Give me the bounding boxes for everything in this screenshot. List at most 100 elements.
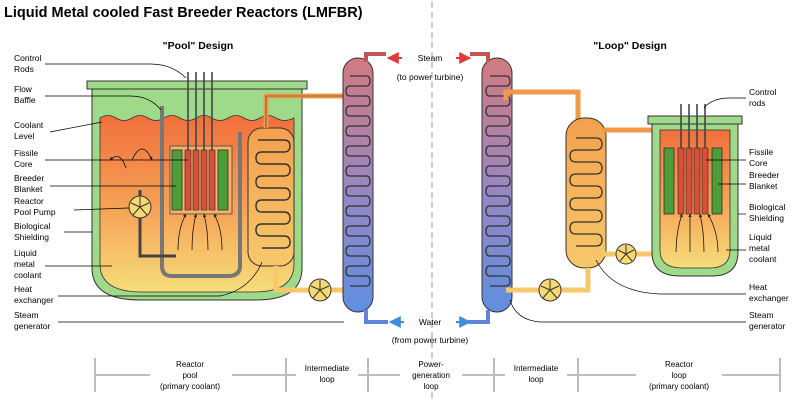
svg-text:Steam: Steam xyxy=(749,310,774,320)
pool-label-control-rods: Control Rods xyxy=(14,53,187,79)
svg-text:Control: Control xyxy=(749,87,777,97)
pool-flow-arrow xyxy=(191,213,197,251)
svg-text:Blanket: Blanket xyxy=(14,184,43,194)
svg-text:loop: loop xyxy=(671,371,687,380)
pool-label-heat-exchanger: Heat exchanger xyxy=(14,261,263,305)
pool-fissile-rod xyxy=(184,149,192,211)
svg-text:Core: Core xyxy=(14,159,33,169)
loop-breeder-blanket-right xyxy=(711,147,723,215)
loop-label-biological-shielding: Biological Shielding xyxy=(738,202,785,223)
loop-label-fissile-core: Fissile Core xyxy=(706,147,773,168)
svg-text:loop: loop xyxy=(423,382,439,391)
water-note: (from power turbine) xyxy=(392,335,469,345)
pool-flow-arrow xyxy=(177,213,187,251)
pool-intermediate-pump xyxy=(308,278,332,302)
loop-flow-arrow xyxy=(707,213,719,253)
svg-text:metal: metal xyxy=(749,243,770,253)
loop-heat-exchanger xyxy=(503,89,607,293)
pool-reactor xyxy=(86,72,308,301)
pool-breeder-blanket-right xyxy=(217,149,229,211)
loop-label-steam-generator: Steam generator xyxy=(509,299,786,331)
svg-text:Blanket: Blanket xyxy=(749,181,778,191)
svg-text:Baffle: Baffle xyxy=(14,95,36,105)
svg-text:pool: pool xyxy=(182,371,197,380)
pool-fissile-rod xyxy=(192,149,200,211)
loop-intermediate-pump xyxy=(538,278,562,302)
pool-hx-coil xyxy=(255,139,291,249)
pool-label-liquid-metal-coolant: Liquid metal coolant xyxy=(14,248,112,280)
svg-text:loop: loop xyxy=(319,375,335,384)
loop-fissile-rod xyxy=(677,147,685,215)
svg-text:Fissile: Fissile xyxy=(749,147,773,157)
svg-text:exchanger: exchanger xyxy=(749,293,789,303)
svg-text:Reactor: Reactor xyxy=(14,196,44,206)
section-reactor-loop: Reactor loop (primary coolant) xyxy=(636,358,722,392)
svg-text:Biological: Biological xyxy=(749,202,785,212)
svg-text:Power-: Power- xyxy=(418,360,444,369)
diagram-title: Liquid Metal cooled Fast Breeder Reactor… xyxy=(4,5,363,21)
pool-fissile-rod xyxy=(200,149,208,211)
svg-text:Level: Level xyxy=(14,131,34,141)
svg-text:Breeder: Breeder xyxy=(749,170,779,180)
loop-steam-generator xyxy=(468,52,513,324)
pool-reactor-lid xyxy=(86,80,308,90)
pool-breeder-blanket-left xyxy=(171,149,183,211)
steam-label: Steam xyxy=(418,53,443,63)
loop-label-control-rods: Control rods xyxy=(703,87,777,109)
svg-text:metal: metal xyxy=(14,259,35,269)
svg-text:loop: loop xyxy=(528,375,544,384)
svg-text:Intermediate: Intermediate xyxy=(305,364,350,373)
pool-label-coolant-level: Coolant Level xyxy=(14,120,103,141)
pool-label-fissile-core: Fissile Core xyxy=(14,148,188,169)
section-intermediate-loop-left: Intermediate loop xyxy=(296,362,358,388)
loop-fissile-rod xyxy=(701,147,709,215)
svg-text:Shielding: Shielding xyxy=(14,232,49,242)
svg-text:coolant: coolant xyxy=(749,254,777,264)
reactor-pool-pump xyxy=(128,195,152,219)
svg-text:Intermediate: Intermediate xyxy=(514,364,559,373)
svg-text:Reactor: Reactor xyxy=(176,360,204,369)
loop-label-liquid-metal-coolant: Liquid metal coolant xyxy=(726,232,777,264)
pool-label-breeder-blanket: Breeder Blanket xyxy=(14,173,176,194)
loop-fissile-rod xyxy=(693,147,701,215)
svg-text:exchanger: exchanger xyxy=(14,295,54,305)
svg-text:Breeder: Breeder xyxy=(14,173,44,183)
loop-label-heat-exchanger: Heat exchanger xyxy=(595,259,789,303)
loop-flow-arrow xyxy=(698,213,705,253)
svg-text:Steam: Steam xyxy=(14,310,39,320)
svg-text:Flow: Flow xyxy=(14,84,33,94)
svg-text:Coolant: Coolant xyxy=(14,120,44,130)
water-label: Water xyxy=(419,317,442,327)
loop-reactor xyxy=(647,104,743,277)
section-reactor-pool: Reactor pool (primary coolant) xyxy=(150,358,232,392)
pool-flow-baffle xyxy=(160,106,242,278)
section-intermediate-loop-right: Intermediate loop xyxy=(505,362,567,388)
svg-text:(primary coolant): (primary coolant) xyxy=(160,382,220,391)
svg-text:Reactor: Reactor xyxy=(665,360,693,369)
loop-reactor-lid xyxy=(647,115,743,125)
svg-text:(primary coolant): (primary coolant) xyxy=(649,382,709,391)
svg-text:coolant: coolant xyxy=(14,270,42,280)
loop-flow-arrow xyxy=(675,213,683,253)
svg-text:generator: generator xyxy=(749,321,786,331)
pool-label-flow-baffle: Flow Baffle xyxy=(14,84,162,111)
svg-text:Shielding: Shielding xyxy=(749,213,784,223)
svg-text:Core: Core xyxy=(749,158,768,168)
svg-text:Heat: Heat xyxy=(14,284,33,294)
pool-flow-arrow xyxy=(131,148,153,161)
pool-label-reactor-pool-pump: Reactor Pool Pump xyxy=(14,196,130,217)
svg-text:Control: Control xyxy=(14,53,42,63)
steam-note: (to power turbine) xyxy=(397,72,464,82)
pool-steam-generator xyxy=(342,52,388,324)
svg-text:Liquid: Liquid xyxy=(14,248,37,258)
pool-heat-exchanger xyxy=(247,127,295,267)
loop-label-breeder-blanket: Breeder Blanket xyxy=(718,170,779,191)
loop-design-heading: "Loop" Design xyxy=(593,40,667,52)
svg-text:Pool Pump: Pool Pump xyxy=(14,207,56,217)
svg-text:Biological: Biological xyxy=(14,221,50,231)
loop-fissile-rod xyxy=(685,147,693,215)
pool-flow-arrow xyxy=(109,156,127,169)
pool-fissile-rod xyxy=(208,149,216,211)
loop-breeder-blanket-left xyxy=(663,147,675,215)
